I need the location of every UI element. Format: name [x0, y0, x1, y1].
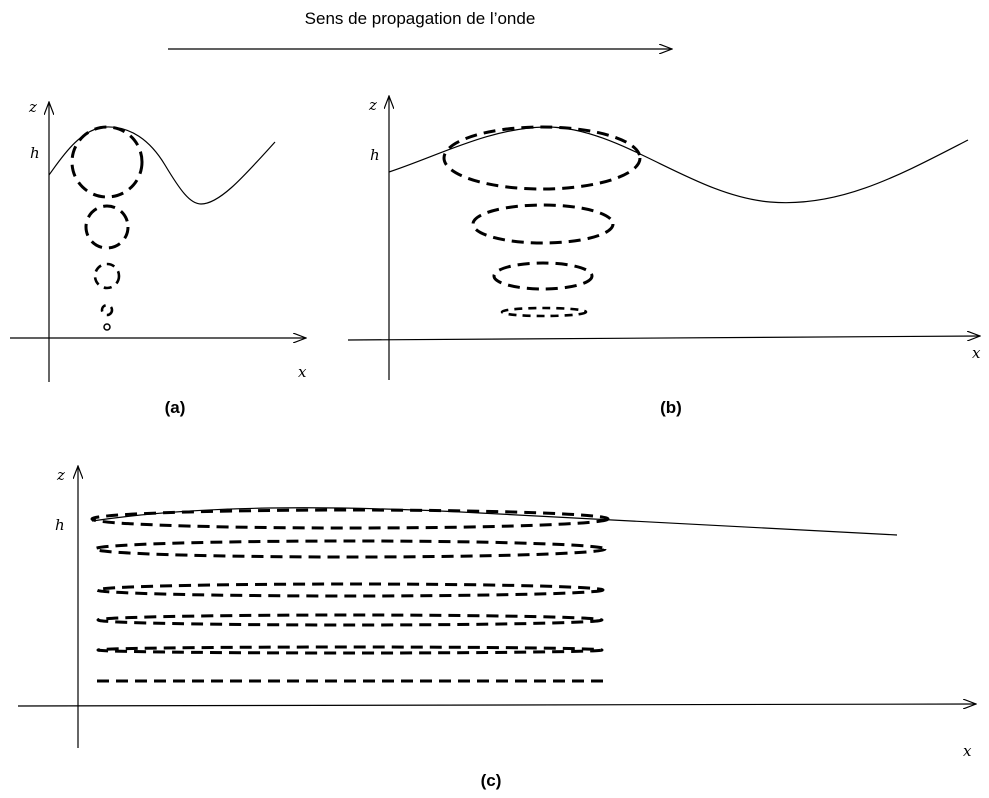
panel-b-orbit-2 — [471, 203, 615, 245]
panel-b-h-label: h — [370, 146, 380, 164]
propagation-title: Sens de propagation de l’onde — [305, 9, 536, 28]
panel-a-x-label: x — [298, 363, 307, 381]
panel-c-caption: (c) — [481, 771, 502, 790]
panel-a-orbit-2 — [84, 204, 130, 250]
panel-c-orbit-3 — [95, 582, 605, 598]
panel-c-h-label: h — [55, 516, 65, 534]
panel-c-x-axis — [17, 704, 976, 706]
panel-b-orbit-3 — [492, 261, 594, 291]
panel-a-orbit-1 — [70, 125, 144, 199]
panel-b-orbit-4 — [500, 306, 588, 318]
panel-b-orbit-1 — [442, 125, 642, 191]
panel-c-z-label: z — [56, 466, 65, 484]
panel-b-free-surface — [388, 126, 969, 204]
panel-c-x-label: x — [963, 742, 972, 760]
panel-c-orbit-5 — [96, 645, 604, 655]
panel-a: z x h (a) — [10, 98, 307, 417]
panel-a-orbit-4 — [100, 303, 114, 317]
panel-c-orbit-1 — [90, 508, 610, 530]
panel-b-x-axis — [347, 336, 980, 340]
panel-b-z-label: z — [368, 96, 377, 114]
panel-b-caption: (b) — [660, 398, 682, 417]
panel-c-orbit-4 — [96, 613, 604, 627]
panel-a-h-label: h — [30, 144, 40, 162]
panel-b: z x h (b) — [347, 96, 981, 417]
panel-a-orbit-3 — [93, 262, 121, 290]
panel-a-z-label: z — [28, 98, 37, 116]
panel-a-orbit-5 — [103, 323, 111, 331]
panel-c: z x h (c) — [17, 466, 976, 790]
panel-b-x-label: x — [972, 344, 981, 362]
panel-a-caption: (a) — [165, 398, 186, 417]
panel-c-orbit-2 — [93, 539, 607, 559]
